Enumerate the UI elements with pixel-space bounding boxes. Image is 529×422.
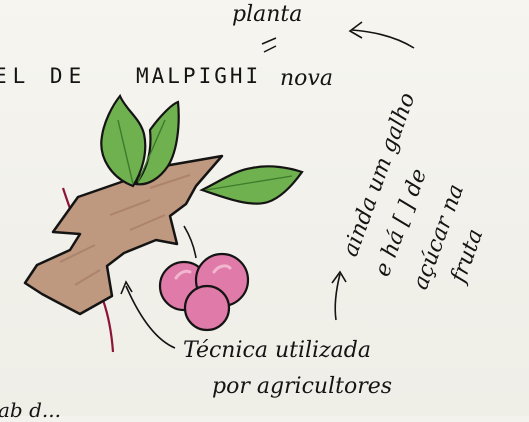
note-bottom-line-1: Técnica utilizada [183,338,371,363]
page-title-word: MALPIGHI [136,64,262,88]
arrow-to-planta [351,29,415,49]
fruit-shading [174,264,232,280]
leaf-side [199,165,304,205]
leaf-side-vein [205,175,293,191]
arrow-to-planta-head [348,21,363,39]
arrow-up-side-head [331,270,347,284]
branch-drawing [23,154,224,316]
note-bottom-partial: ab d... [0,398,61,422]
leaf-right [134,100,180,186]
fruit-stem [183,225,197,259]
branch-texture [59,174,191,286]
small-mark [261,37,277,53]
page-title-left: EL DE [0,64,88,88]
note-planta: planta [232,2,303,27]
fruit-bottom [183,284,231,332]
page-title-suffix: nova [280,66,333,91]
arrow-to-branch-head [120,280,133,295]
arrow-up-side [334,273,341,321]
leaf-veins [117,119,166,185]
arrow-to-branch [125,285,176,349]
note-bottom-line-2: por agricultores [212,374,393,399]
